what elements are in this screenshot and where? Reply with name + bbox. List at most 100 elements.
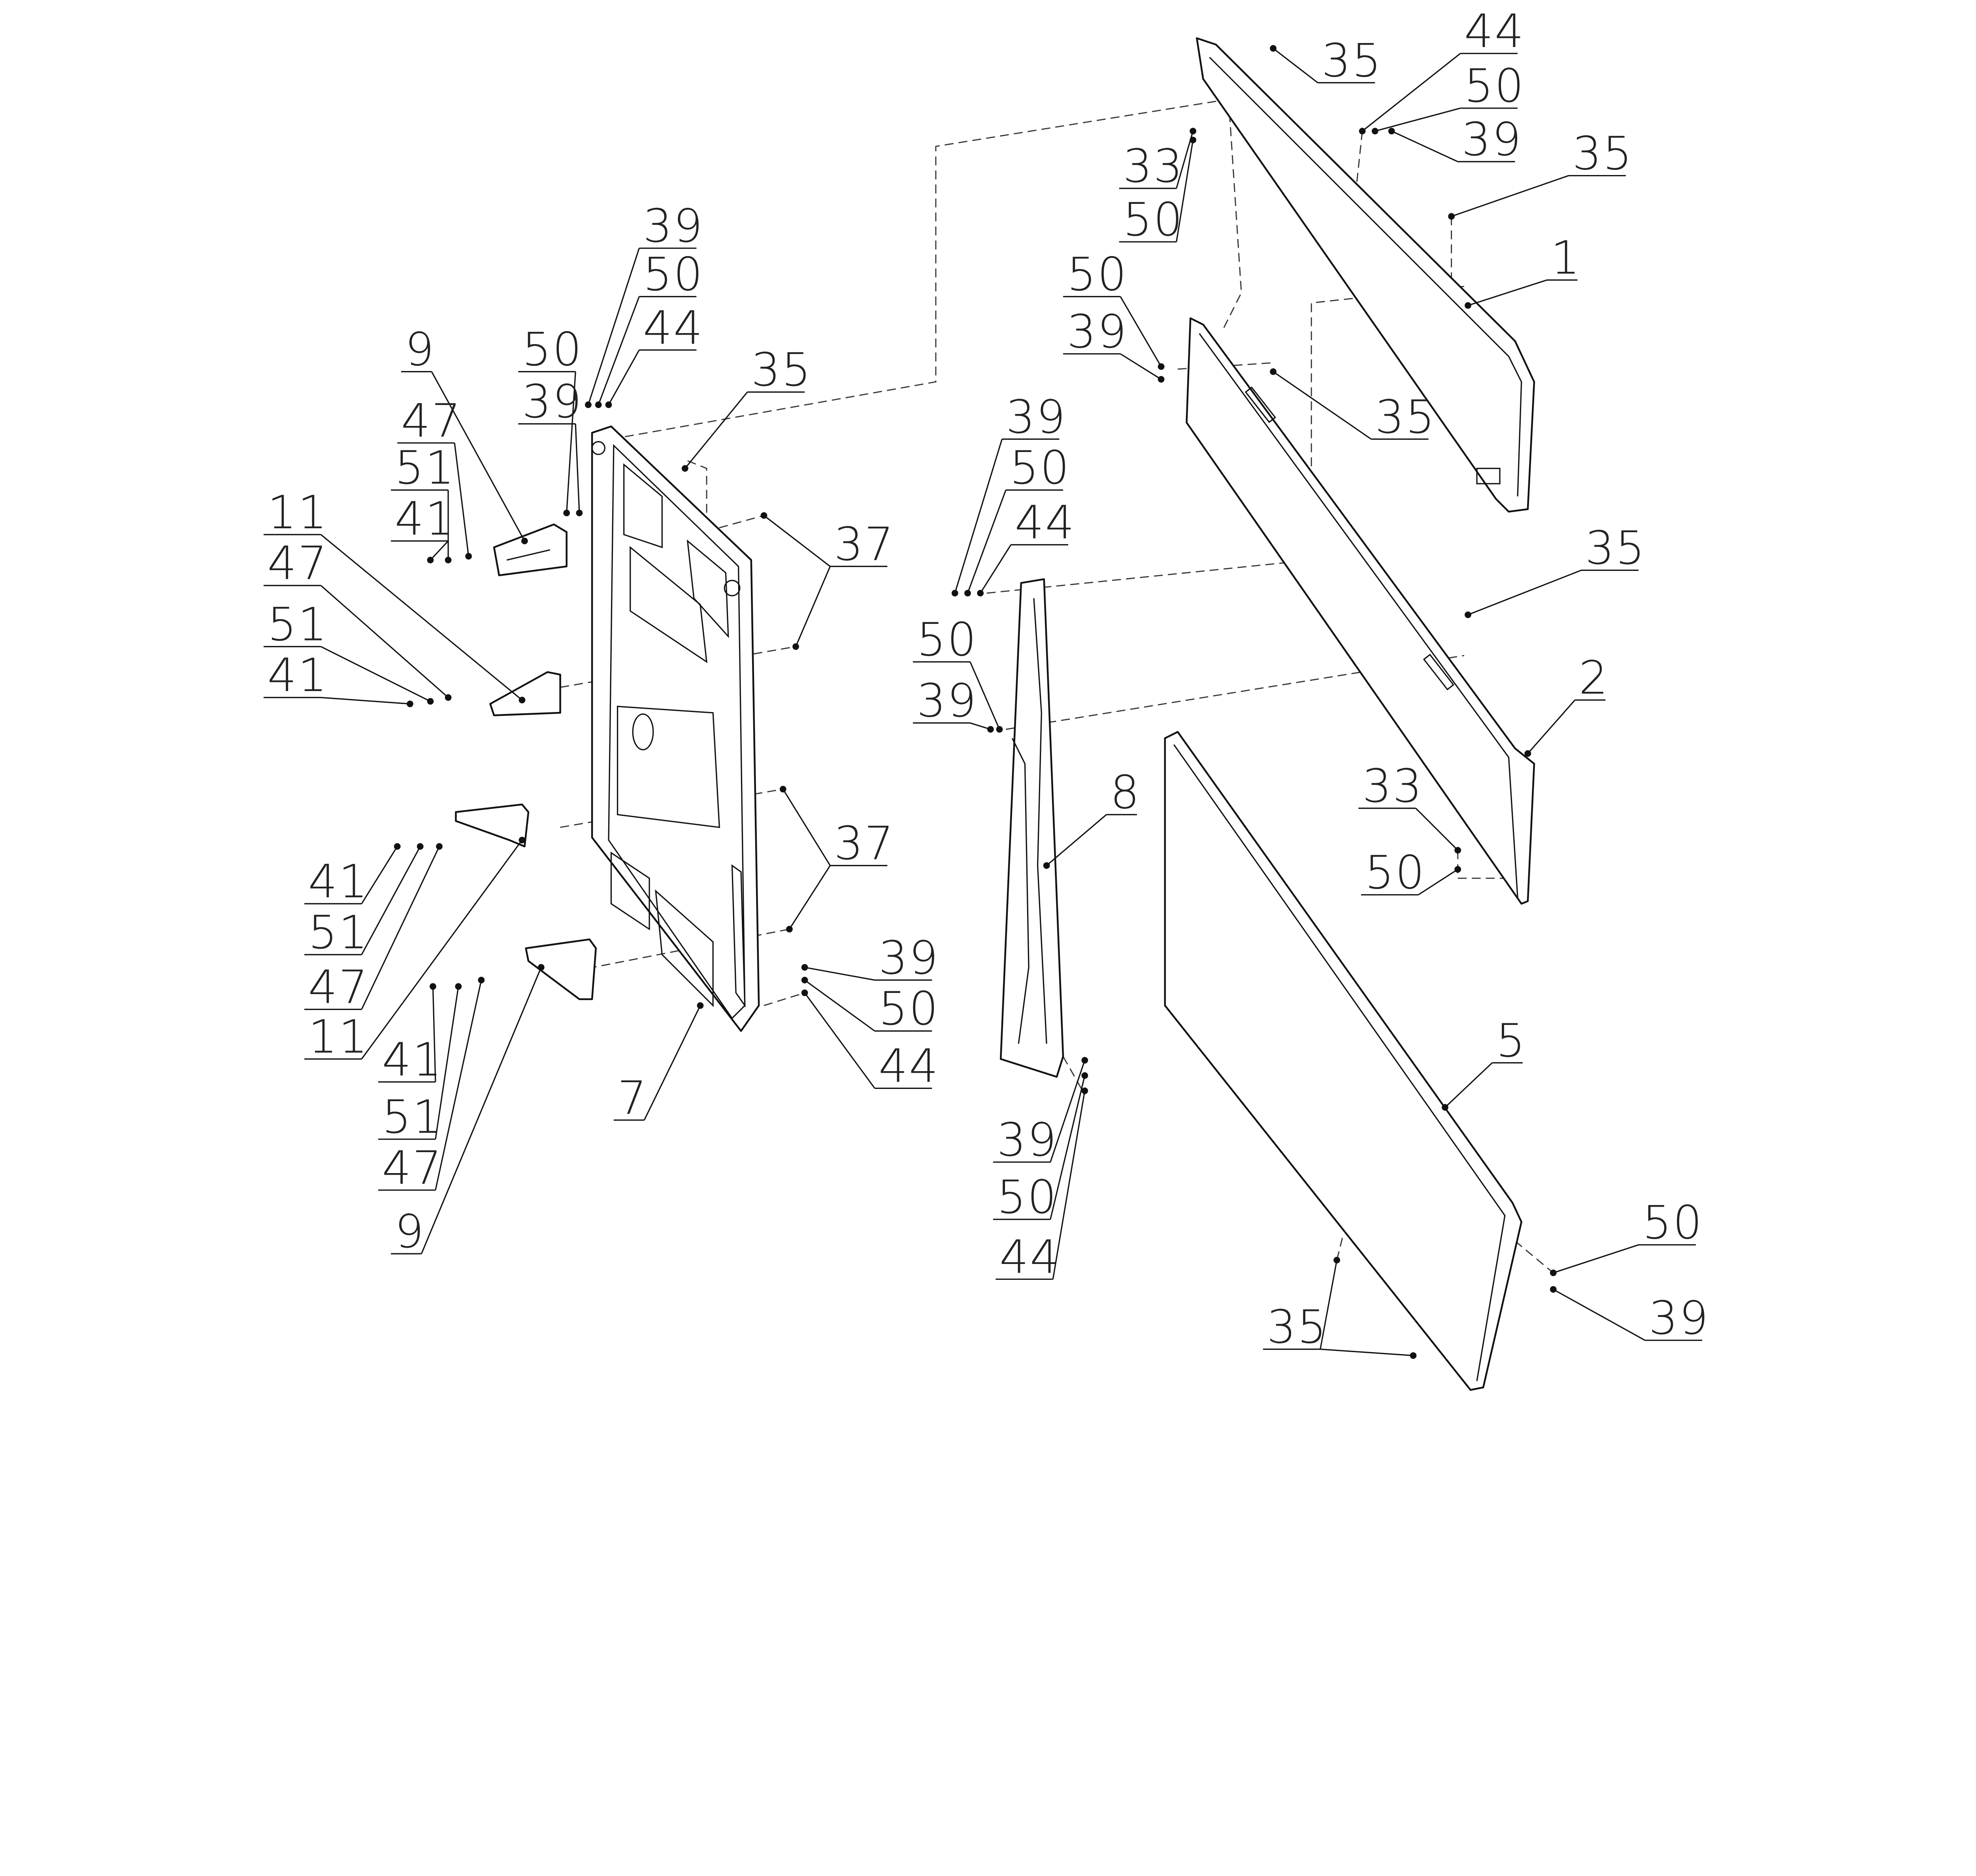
leader-line <box>598 296 640 405</box>
callout-label: 39 <box>1006 390 1067 444</box>
leader-line <box>420 967 542 1254</box>
callout-label: 9 <box>395 1205 425 1258</box>
callout-label: 35 <box>751 343 812 397</box>
fastener-icon <box>1190 128 1197 135</box>
callout-label: 44 <box>1464 5 1525 58</box>
callout-label: 51 <box>382 1091 443 1144</box>
leader-line <box>321 697 410 705</box>
callout-label: 50 <box>997 1171 1058 1224</box>
callout-label: 50 <box>1365 846 1426 900</box>
leader-line <box>1467 279 1547 306</box>
leader-line <box>431 371 525 541</box>
leader-line <box>1320 1260 1338 1350</box>
leader-line <box>967 490 1007 593</box>
leader-line <box>970 722 991 730</box>
part-11-bracket-upper <box>489 671 561 716</box>
leader-line <box>430 541 449 561</box>
leader-line <box>1553 1288 1646 1341</box>
callout-37: 37 <box>782 789 895 930</box>
fastener-icon <box>697 1002 704 1009</box>
leader-line <box>1391 130 1458 162</box>
callout-50: 50 <box>1119 140 1194 247</box>
callout-44: 44 <box>608 301 703 405</box>
part-7-main-frame <box>591 425 760 1032</box>
leader-line <box>435 986 459 1140</box>
part-9-bracket-lower <box>525 938 597 1000</box>
callout-label: 47 <box>401 394 462 448</box>
leader-line <box>1451 175 1569 217</box>
leader-line <box>361 846 398 904</box>
callout-39: 39 <box>1063 305 1161 380</box>
fastener-icon <box>964 590 971 597</box>
fastener-icon <box>951 590 958 597</box>
callout-39: 39 <box>587 200 704 405</box>
fastener-icon <box>792 643 799 650</box>
leader-line <box>361 846 421 955</box>
callout-label: 33 <box>1123 140 1184 193</box>
callout-label: 11 <box>308 1010 369 1064</box>
fastener-icon <box>407 701 413 707</box>
callout-51: 51 <box>391 441 454 560</box>
callout-39: 39 <box>804 931 938 985</box>
leader-line <box>684 392 748 469</box>
callout-50: 50 <box>1361 846 1458 900</box>
leader-line <box>1176 131 1194 189</box>
fastener-icon <box>1158 363 1165 370</box>
callout-label: 39 <box>643 200 704 253</box>
part-5-bottom-panel <box>1164 731 1523 1391</box>
leader-line <box>361 846 440 1010</box>
callout-label: 44 <box>879 1040 939 1093</box>
leader-line <box>321 646 431 702</box>
callout-47: 47 <box>397 394 469 556</box>
callout-label: 1 <box>1551 232 1581 285</box>
callout-39: 39 <box>913 674 991 730</box>
leader-line <box>969 661 1000 730</box>
fastener-icon <box>427 698 434 705</box>
callout-33: 33 <box>1119 131 1194 193</box>
callout-label: 50 <box>879 982 939 1036</box>
leader-line <box>1046 814 1107 866</box>
callout-47: 47 <box>378 980 482 1195</box>
fastener-icon <box>1550 1270 1557 1276</box>
callout-50: 50 <box>1553 1196 1702 1273</box>
callout-label: 39 <box>917 674 978 728</box>
callout-label: 47 <box>268 537 328 590</box>
callout-2: 2 <box>1527 652 1608 754</box>
callout-label: 50 <box>917 613 978 667</box>
callout-50: 50 <box>804 979 939 1036</box>
callout-50: 50 <box>913 613 1000 730</box>
fastener-icon <box>996 726 1003 733</box>
part-8-vertical-rail <box>999 578 1064 1078</box>
leader-line <box>454 443 469 556</box>
leader-line <box>1120 296 1162 367</box>
callout-label: 50 <box>1464 60 1525 113</box>
leader-line <box>1553 1244 1639 1273</box>
callout-35: 35 <box>1263 1260 1414 1356</box>
callout-44: 44 <box>980 496 1074 594</box>
part-9-bracket-upper <box>493 523 568 576</box>
leader-line <box>320 534 522 701</box>
callout-44: 44 <box>1362 5 1525 132</box>
fastener-icon <box>563 509 570 516</box>
leader-line <box>795 566 831 647</box>
callout-35: 35 <box>1273 371 1435 444</box>
callout-label: 50 <box>643 248 704 301</box>
leader-line <box>432 986 436 1082</box>
callout-50: 50 <box>993 1075 1086 1224</box>
leader-line <box>954 439 1003 593</box>
leader-line <box>608 350 640 405</box>
leader-line <box>1273 371 1372 440</box>
fastener-icon <box>521 537 528 544</box>
callout-39: 39 <box>518 375 582 513</box>
callout-label: 39 <box>1067 305 1128 358</box>
callout-label: 35 <box>1573 127 1633 180</box>
callout-47: 47 <box>263 537 449 698</box>
callout-47: 47 <box>304 846 440 1014</box>
callout-label: 9 <box>405 323 436 377</box>
callout-35: 35 <box>684 343 812 469</box>
callout-8: 8 <box>1046 766 1139 866</box>
callout-35: 35 <box>1273 34 1381 87</box>
callout-label: 37 <box>834 817 895 870</box>
callout-33: 33 <box>1358 760 1458 851</box>
